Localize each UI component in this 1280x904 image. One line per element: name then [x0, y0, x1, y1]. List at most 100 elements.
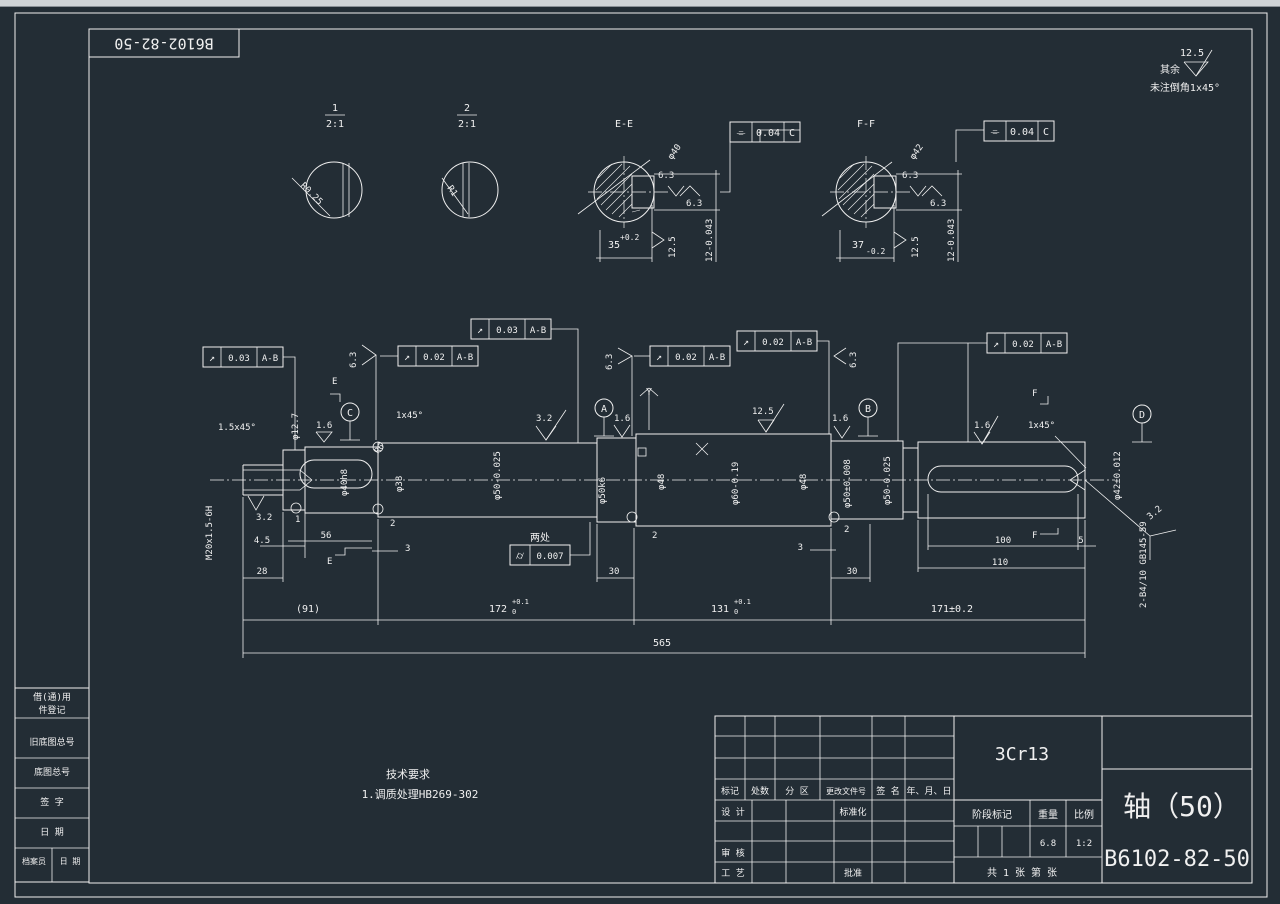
datum-b: B — [865, 404, 871, 415]
dim-56: 56 — [321, 531, 332, 541]
dia-50k6: φ50k6 — [598, 477, 608, 504]
tb-approve: 批准 — [844, 867, 862, 879]
callout-2b: 2 — [652, 531, 657, 541]
fcf-2-val: 0.02 — [423, 353, 445, 363]
dia-50a: φ50-0.025 — [493, 451, 503, 500]
dim-28: 28 — [257, 567, 268, 577]
rough-2: 1.6 — [316, 421, 332, 431]
fcf-5-sym: ↗ — [743, 337, 749, 348]
dim-3a: 3 — [405, 544, 410, 554]
dim-131-tol: +0.1 — [734, 598, 751, 606]
fcf-1-val: 0.03 — [228, 354, 250, 364]
datum-markers: C A B D — [340, 398, 1152, 443]
tb-hdr-2: 处数 — [751, 785, 769, 797]
side-6: 日 期 — [40, 827, 63, 838]
chamfer-3: 1x45° — [1028, 421, 1055, 431]
section-e-rough3: 12.5 — [668, 236, 678, 258]
dim-110: 110 — [992, 558, 1008, 568]
drawing-canvas[interactable]: B6102-82-50 12.5 其余 未注倒角1x45° 1 2:1 R0.2… — [0, 7, 1280, 900]
section-e-dia: φ40 — [666, 143, 684, 162]
tb-stage-hdr: 阶段标记 — [972, 808, 1012, 821]
section-f-tol-ref: C — [1043, 127, 1049, 138]
side-2: 件登记 — [38, 704, 65, 716]
section-e-rough2: 6.3 — [686, 199, 702, 209]
fcf-6: ↗ 0.02 A-B — [897, 332, 1068, 442]
section-mark-e1: E — [332, 377, 337, 387]
section-e-tol-ref: C — [789, 128, 795, 139]
tb-row-design: 设 计 — [721, 806, 744, 818]
fcf-1-sym: ↗ — [209, 353, 215, 364]
fcf-5-ref: A-B — [796, 338, 812, 348]
diameter-labels: φ12.7 φ40h8 φ38 φ50-0.025 φ50k6 φ48 φ60-… — [205, 377, 1149, 608]
fcf-4-ref: A-B — [709, 353, 725, 363]
section-arrow-f-top — [1040, 396, 1049, 405]
tech-req-title: 技术要求 — [386, 768, 430, 781]
tb-row-review: 审 核 — [721, 847, 744, 859]
outer-border — [14, 12, 1268, 898]
rough-3: 3.2 — [536, 414, 552, 424]
callout-2c: 2 — [844, 525, 849, 535]
fcf-6-sym: ↗ — [993, 339, 999, 350]
dim-4-5: 4.5 — [254, 536, 270, 546]
tb-sheets: 共 1 张 第 张 — [987, 866, 1057, 879]
side-3: 旧底图总号 — [29, 736, 74, 748]
dim-172-zero: 0 — [512, 608, 516, 616]
rough-9: 1.6 — [974, 421, 990, 431]
fcf-4-val: 0.02 — [675, 353, 697, 363]
section-mark-f1: F — [1032, 389, 1037, 399]
detail-2-scale: 2:1 — [458, 119, 476, 130]
detail-1-scale: 2:1 — [326, 119, 344, 130]
detail-2-num: 2 — [464, 103, 470, 114]
roughness-note-line2: 未注倒角1x45° — [1150, 81, 1220, 94]
dia-48a: φ48 — [657, 474, 667, 490]
side-5: 签 字 — [40, 796, 63, 808]
roughness-note-line1: 其余 — [1160, 63, 1180, 76]
detail-view-1: 1 2:1 R0.25 — [291, 103, 363, 219]
datum-c: C — [347, 408, 353, 419]
dim-5: 5 — [1078, 536, 1083, 546]
fcf-6-ref: A-B — [1046, 340, 1062, 350]
section-e-rough1: 6.3 — [658, 171, 674, 181]
section-e-depth: 35 — [608, 240, 620, 251]
fcf-1: ↗ 0.03 A-B — [202, 346, 296, 450]
rough-8: 6.3 — [849, 352, 859, 368]
tb-hdr-5: 签 名 — [876, 785, 899, 797]
section-arrow-e-bottom — [335, 547, 372, 556]
dim-30a: 30 — [609, 567, 620, 577]
inner-border — [88, 28, 1253, 884]
section-arrow-e-top — [330, 393, 341, 402]
side-7: 档案员 — [22, 856, 46, 866]
fcf-5-val: 0.02 — [762, 338, 784, 348]
dim-131: 131 — [711, 604, 729, 615]
section-e-tol-val: 0.04 — [756, 128, 780, 139]
dia-42: φ42±0.012 — [1113, 451, 1123, 500]
tb-scale: 1:2 — [1076, 839, 1092, 849]
dia-38: φ38 — [395, 476, 405, 492]
tb-hdr-4: 更改文件号 — [826, 786, 866, 796]
section-e-title: E-E — [615, 119, 633, 130]
shaft-fcfs: ↗ 0.03 A-B ↗ 0.02 A-B ↗ 0.03 A-B ↗ 0.02 … — [202, 318, 1068, 566]
section-f-rough2: 6.3 — [930, 199, 946, 209]
chamfer-2: 1x45° — [396, 411, 423, 421]
cyl-sym: ⌭ — [516, 549, 524, 562]
dia-50c: φ50±0.008 — [843, 459, 853, 508]
fcf-2-sym: ↗ — [404, 352, 410, 363]
fcf-3-ref: A-B — [530, 326, 546, 336]
dia-48b: φ48 — [799, 474, 809, 490]
stamp-text: B6102-82-50 — [114, 35, 213, 53]
rough-10: 3.2 — [256, 513, 272, 523]
fcf-1-ref: A-B — [262, 354, 278, 364]
tb-row-process: 工 艺 — [721, 868, 744, 879]
section-e-e: E-E φ40 35 +0.2 12-0.043 6.3 6.3 12.5 ⌯ … — [577, 119, 801, 262]
cylindricity-fcf: 两处 ⌭ 0.007 — [509, 522, 591, 566]
side-4: 底图总号 — [34, 766, 70, 778]
fcf-4-sym: ↗ — [656, 352, 662, 363]
tb-hdr-6: 年、月、日 — [906, 785, 951, 797]
center-holes: 2-B4/10 GB145-59 — [1139, 521, 1149, 608]
tech-req-item: 1.调质处理HB269-302 — [362, 788, 479, 801]
fcf-6-val: 0.02 — [1012, 340, 1034, 350]
tb-hdr-1: 标记 — [721, 785, 739, 797]
side-1: 借(通)用 — [33, 691, 71, 703]
dim-172-tol: +0.1 — [512, 598, 529, 606]
side-8: 日 期 — [60, 857, 81, 866]
